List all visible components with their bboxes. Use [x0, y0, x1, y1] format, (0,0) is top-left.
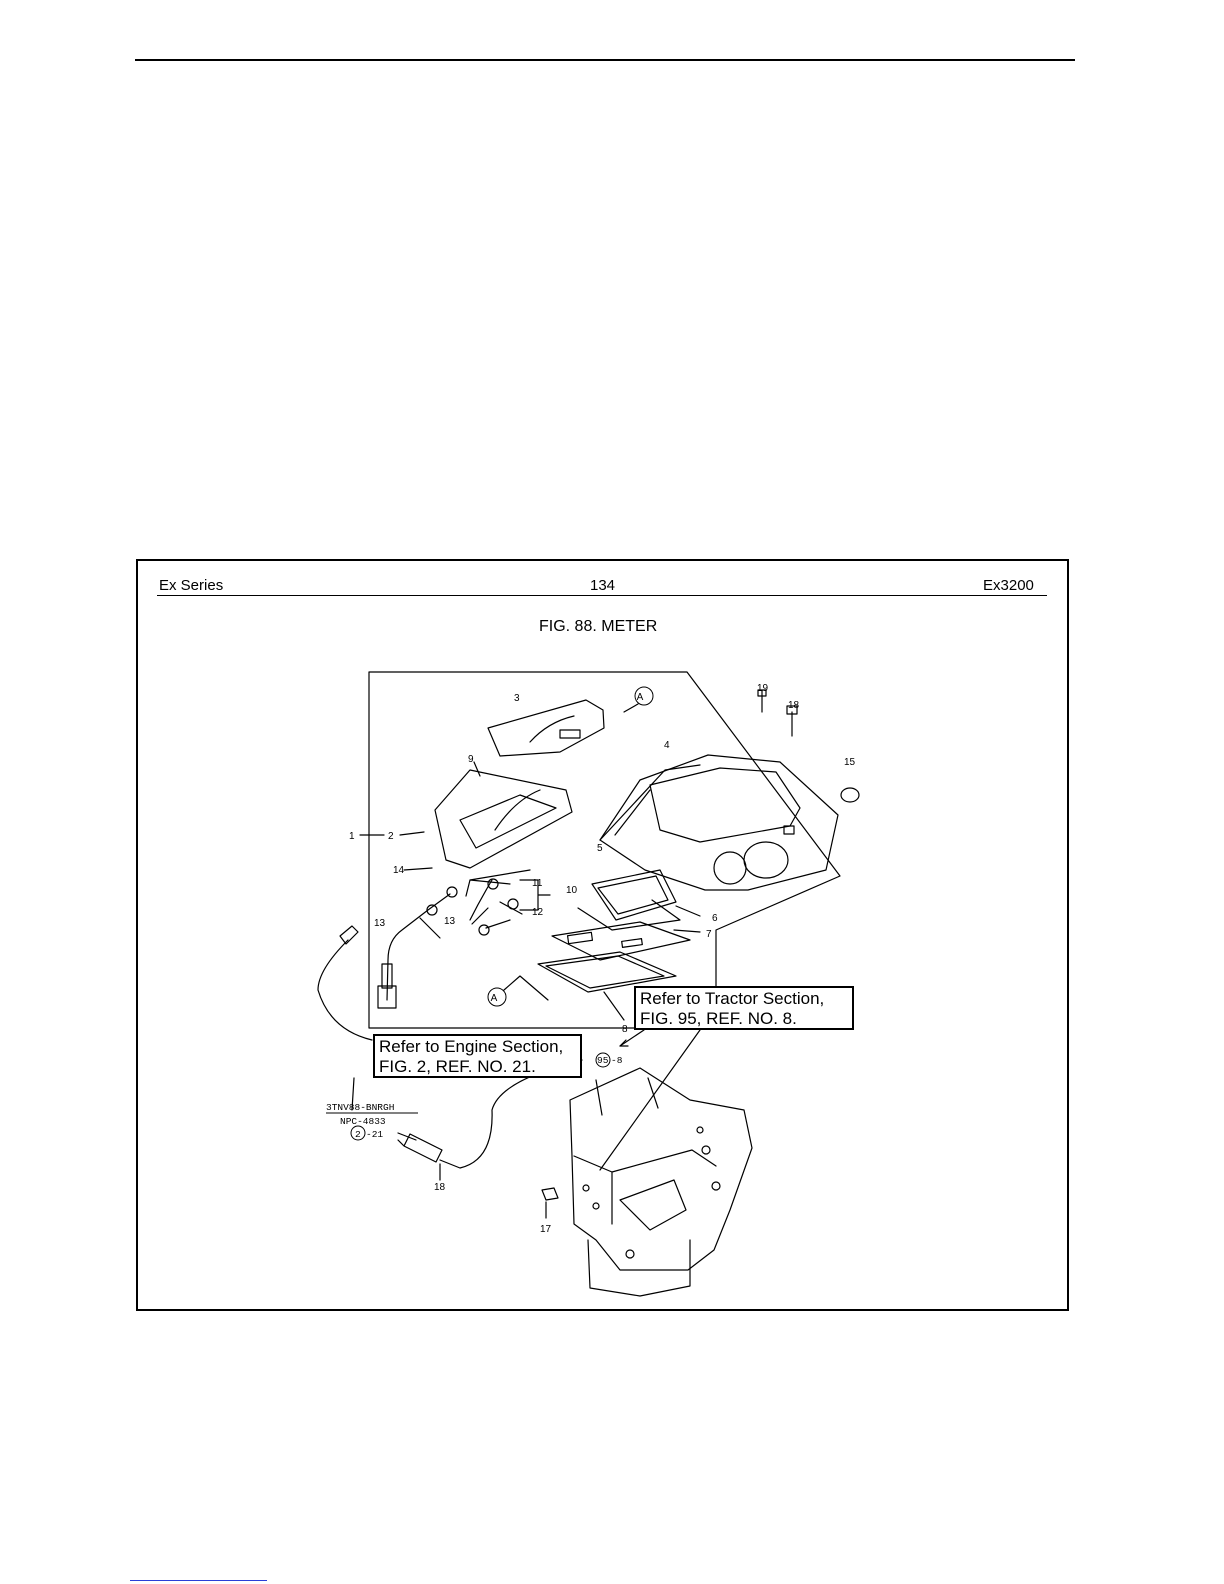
- part-label-10: 10: [566, 885, 578, 896]
- part-label-12: 12: [532, 907, 544, 918]
- sensor: [398, 1134, 442, 1162]
- part-label-6: 6: [712, 913, 718, 924]
- part-label-5: 5: [597, 843, 603, 854]
- part-label-15: 15: [844, 757, 856, 768]
- part-label-13b: 13: [444, 916, 456, 927]
- tractor-callout-line1: Refer to Tractor Section,: [640, 989, 848, 1009]
- meter-exploded-diagram: 3 19 18 4 15 9 1 2 14 5 11 10 12 13 13 6…: [136, 559, 1069, 1311]
- tractor-callout-line2: FIG. 95, REF. NO. 8.: [640, 1009, 848, 1029]
- engine-ref-circle: 2: [355, 1129, 361, 1140]
- part-label-14: 14: [393, 865, 405, 876]
- assembly-boundary: [369, 672, 840, 1028]
- engine-model-code: 3TNV88-BNRGH: [326, 1102, 394, 1113]
- engine-callout-line2: FIG. 2, REF. NO. 21.: [379, 1057, 576, 1077]
- part-label-4: 4: [664, 740, 670, 751]
- page-top-rule: [135, 59, 1075, 61]
- frame-bracket: [570, 1068, 752, 1270]
- view-marker-a-top: A: [637, 692, 644, 703]
- engine-part-code: NPC-4833: [340, 1116, 386, 1127]
- lens: [592, 870, 676, 920]
- footer-link-rule: [130, 1580, 267, 1581]
- part-label-7: 7: [706, 929, 712, 940]
- part-label-9: 9: [468, 754, 474, 765]
- meter-panel: [600, 755, 838, 890]
- part-label-2: 2: [388, 831, 394, 842]
- part-label-17: 17: [540, 1224, 552, 1235]
- wire-harness: [387, 880, 522, 1000]
- tractor-section-callout: Refer to Tractor Section, FIG. 95, REF. …: [634, 986, 854, 1030]
- tractor-ref-circle: 95: [597, 1055, 609, 1066]
- tractor-ref-suffix: -8: [611, 1055, 623, 1066]
- part-label-1: 1: [349, 831, 355, 842]
- view-marker-a-bottom: A: [491, 993, 498, 1004]
- panel-gasket: [552, 922, 690, 960]
- part-label-18: 18: [788, 700, 800, 711]
- part-label-19: 19: [757, 683, 769, 694]
- engine-callout-line1: Refer to Engine Section,: [379, 1037, 576, 1057]
- cap: [841, 788, 859, 802]
- part-label-8: 8: [622, 1024, 628, 1035]
- engine-section-callout: Refer to Engine Section, FIG. 2, REF. NO…: [373, 1034, 582, 1078]
- part-label-18b: 18: [434, 1182, 446, 1193]
- part-label-11: 11: [532, 878, 543, 889]
- engine-ref-suffix: -21: [366, 1129, 383, 1140]
- part-label-3: 3: [514, 693, 520, 704]
- part-label-13a: 13: [374, 918, 386, 929]
